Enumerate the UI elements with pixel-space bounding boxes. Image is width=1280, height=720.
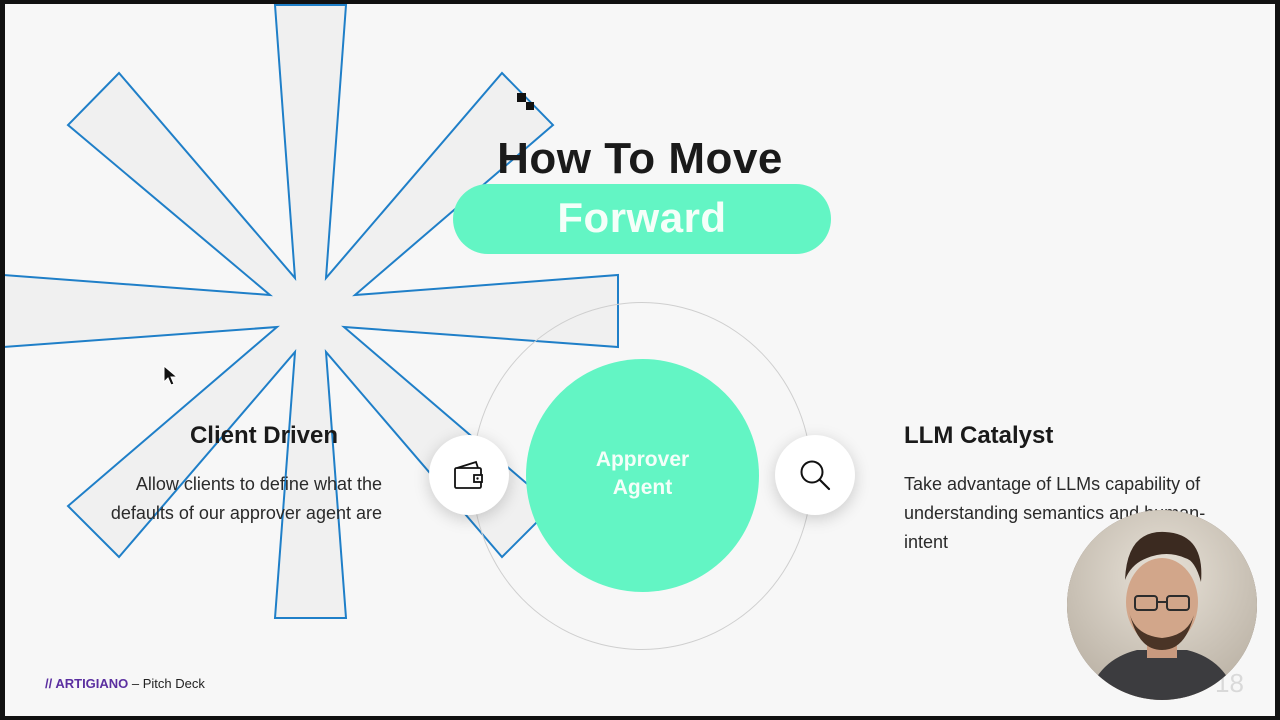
slide-title: How To Move: [497, 134, 783, 183]
slide-canvas[interactable]: How To Move Forward Approver Agent Clien…: [5, 4, 1275, 716]
client-driven-body: Allow clients to define what the default…: [110, 474, 382, 523]
approver-agent-circle: [526, 359, 759, 592]
footer: // ARTIGIANO – Pitch Deck: [45, 676, 205, 691]
slide-title-highlight: Forward: [557, 194, 727, 241]
llm-catalyst-heading: LLM Catalyst: [904, 422, 1054, 449]
search-icon: [800, 460, 831, 491]
search-bubble: [775, 435, 855, 515]
agent-label-line1: Approver: [595, 448, 690, 471]
wallet-bubble: [429, 435, 509, 515]
presenter-video-icon: [1067, 510, 1257, 700]
wallet-icon: [454, 460, 483, 489]
client-driven-heading: Client Driven: [189, 422, 338, 449]
webcam-overlay[interactable]: [1067, 510, 1257, 700]
footer-brand: // ARTIGIANO: [45, 676, 129, 691]
mouse-cursor-icon: [163, 365, 179, 386]
title-highlight-pill: [453, 184, 831, 254]
resize-handle-icon[interactable]: [517, 93, 541, 117]
agent-label-line2: Agent: [612, 476, 673, 499]
approver-agent-label: Approver Agent: [526, 446, 759, 502]
footer-suffix: – Pitch Deck: [128, 676, 205, 691]
